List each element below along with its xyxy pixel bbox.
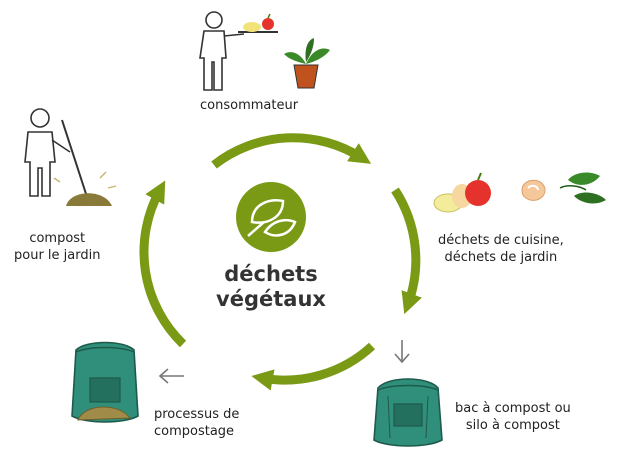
- compost-bin-icon: [373, 378, 443, 447]
- kitchen-waste-label: déchets de cuisine, déchets de jardin: [438, 232, 564, 266]
- composting-process-label-line2: compostage: [154, 424, 235, 439]
- food-scraps-icon: [433, 172, 606, 213]
- gardener-raking-icon: [24, 108, 117, 207]
- down-arrow-icon: [394, 340, 410, 364]
- center-title: déchets végétaux: [196, 262, 346, 312]
- kitchen-waste-label-line1: déchets de cuisine,: [438, 233, 564, 248]
- leaf-icon: [236, 182, 306, 252]
- garden-compost-label: compost pour le jardin: [14, 230, 100, 264]
- open-compost-bin-icon: [71, 341, 139, 423]
- composting-process-label-line1: processus de: [154, 407, 240, 422]
- center-title-line2: végétaux: [216, 287, 326, 311]
- composting-process-label: processus de compostage: [154, 406, 239, 440]
- person-with-tray-icon: [199, 11, 278, 91]
- compost-bin-label-line2: silo à compost: [465, 418, 560, 433]
- consumer-label: consommateur: [200, 98, 299, 113]
- kitchen-waste-label-line2: déchets de jardin: [444, 250, 558, 265]
- garden-compost-label-line2: pour le jardin: [14, 248, 101, 263]
- compost-bin-label-line1: bac à compost ou: [455, 401, 571, 416]
- potted-plant-icon: [284, 38, 330, 89]
- center-title-line1: déchets: [224, 262, 318, 286]
- left-arrow-icon: [158, 368, 184, 384]
- cycle-ring: [139, 133, 422, 391]
- compost-bin-label: bac à compost ou silo à compost: [455, 400, 571, 434]
- garden-compost-label-line1: compost: [29, 231, 86, 246]
